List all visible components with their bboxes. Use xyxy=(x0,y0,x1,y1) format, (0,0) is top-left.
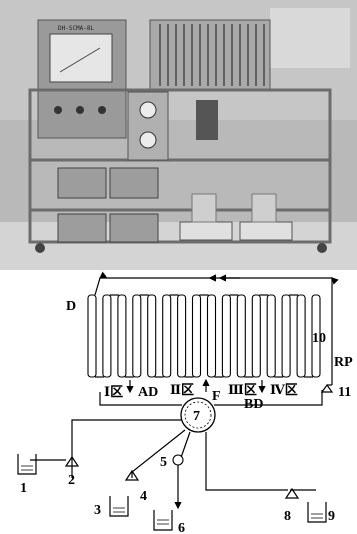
line-8-to-valve xyxy=(206,432,288,490)
control-knob-1 xyxy=(54,106,62,114)
label-D: D xyxy=(66,299,76,314)
recycle-pump-icon xyxy=(322,385,332,392)
apparatus-photo: DH-SCMA-8L xyxy=(0,0,357,270)
column-array xyxy=(88,295,320,377)
flow-meter-5 xyxy=(173,455,183,465)
label-11: 11 xyxy=(338,385,351,400)
zone-label-1: Ⅰ区 xyxy=(104,385,123,400)
control-box-display xyxy=(50,34,112,82)
chromatography-column xyxy=(118,295,126,377)
pump-unit-2 xyxy=(110,168,158,198)
zone-label-3: Ⅲ区 xyxy=(228,383,257,398)
line-valve-to-5 xyxy=(178,432,190,508)
label-1: 1 xyxy=(20,481,27,496)
bottle-2 xyxy=(252,194,276,222)
pump-unit-1 xyxy=(58,168,106,198)
zone-label-2: Ⅱ区 xyxy=(170,383,194,398)
chromatography-column xyxy=(148,295,156,377)
smb-schematic: Ⅰ区 Ⅱ区 Ⅲ区 Ⅳ区 D AD F BD RP 10 11 7 2 1 4 3… xyxy=(0,270,357,534)
pressure-gauge-2 xyxy=(140,132,156,148)
label-7: 7 xyxy=(193,409,200,424)
label-4: 4 xyxy=(140,489,147,504)
pressure-gauge-1 xyxy=(140,102,156,118)
chromatography-column xyxy=(133,295,141,377)
chromatography-column xyxy=(282,295,290,377)
balance-1 xyxy=(180,222,232,240)
control-knob-3 xyxy=(98,106,106,114)
reservoir-1 xyxy=(18,454,36,474)
label-9: 9 xyxy=(328,509,335,524)
zone-label-4: Ⅳ区 xyxy=(270,383,298,398)
pump-unit-4 xyxy=(110,214,158,242)
photo-floor xyxy=(0,222,357,270)
line-4-to-valve xyxy=(132,430,185,478)
photo-window xyxy=(270,8,350,68)
chromatography-column xyxy=(193,295,201,377)
chromatography-column xyxy=(222,295,230,377)
balance-2 xyxy=(240,222,292,240)
reservoir-9-liquid xyxy=(311,514,323,518)
wheel-left xyxy=(35,243,45,253)
chromatography-column xyxy=(208,295,216,377)
rotary-valve-photo xyxy=(196,100,218,140)
reservoir-1-liquid xyxy=(21,466,33,470)
reservoir-9 xyxy=(308,502,326,522)
label-RP: RP xyxy=(334,355,353,370)
label-2: 2 xyxy=(68,473,75,488)
label-8: 8 xyxy=(284,509,291,524)
label-5: 5 xyxy=(160,455,167,470)
chromatography-column xyxy=(237,295,245,377)
chromatography-column xyxy=(163,295,171,377)
chromatography-column xyxy=(103,295,111,377)
label-BD: BD xyxy=(244,397,263,412)
chromatography-column xyxy=(178,295,186,377)
chromatography-column xyxy=(297,295,305,377)
control-knob-2 xyxy=(76,106,84,114)
chromatography-column xyxy=(267,295,275,377)
label-3: 3 xyxy=(94,503,101,518)
label-AD: AD xyxy=(138,385,158,400)
bottle-1 xyxy=(192,194,216,222)
label-10: 10 xyxy=(312,331,326,346)
reservoir-6-liquid xyxy=(157,520,169,524)
chromatography-column xyxy=(88,295,96,377)
wheel-right xyxy=(317,243,327,253)
control-box-label: DH-SCMA-8L xyxy=(58,25,95,32)
reservoir-3-liquid xyxy=(113,508,125,512)
pump-unit-3 xyxy=(58,214,106,242)
label-6: 6 xyxy=(178,521,185,534)
label-F: F xyxy=(212,389,221,404)
reservoir-3 xyxy=(110,496,128,516)
chromatography-column xyxy=(252,295,260,377)
